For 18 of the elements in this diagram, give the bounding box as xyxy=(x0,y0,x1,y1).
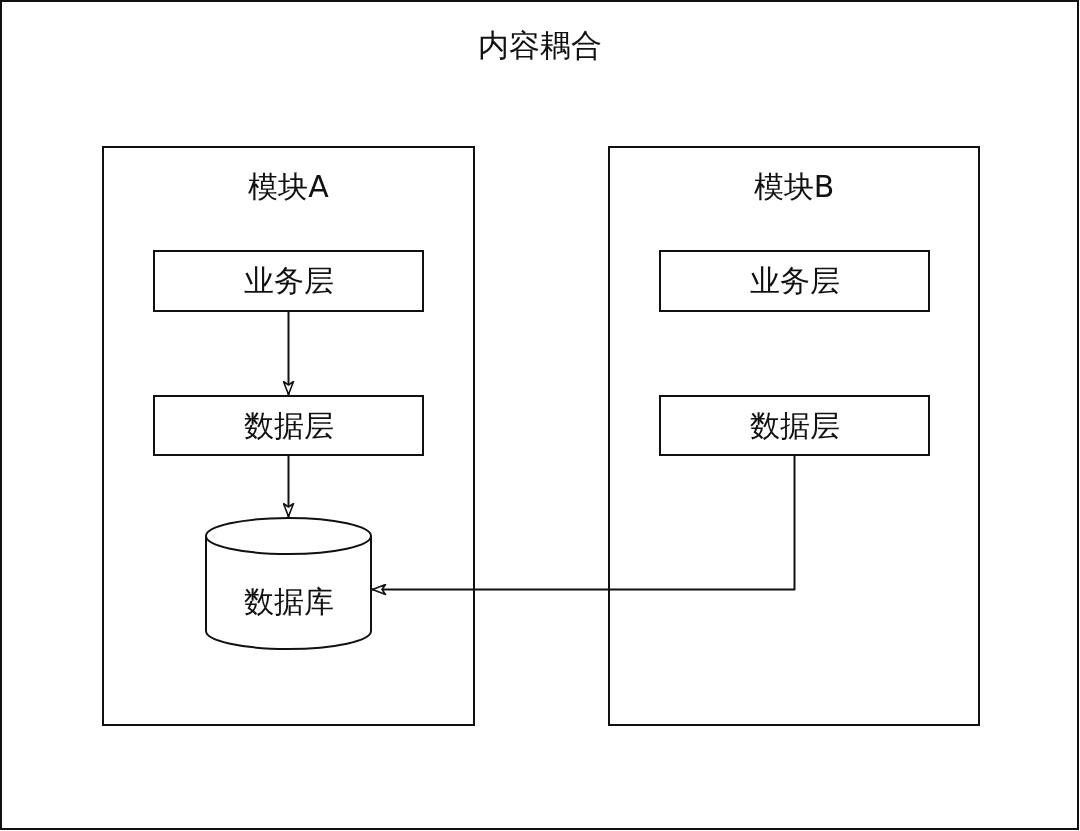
arrow xyxy=(282,455,295,518)
box-label: 数据层 xyxy=(243,407,334,444)
process-box xyxy=(153,250,424,312)
box-label: 数据层 xyxy=(749,407,840,444)
database-cylinder xyxy=(205,517,372,650)
diagram-title: 内容耦合 xyxy=(478,27,602,65)
process-box xyxy=(659,395,930,456)
database-label: 数据库 xyxy=(243,583,334,620)
box-label: 业务层 xyxy=(749,263,840,299)
module-container xyxy=(608,146,980,726)
process-box xyxy=(153,395,424,456)
module-container xyxy=(102,146,475,726)
process-box xyxy=(659,250,930,312)
arrow xyxy=(282,311,295,396)
module-heading: 模块B xyxy=(753,169,835,205)
module-heading: 模块A xyxy=(248,169,329,205)
arrow xyxy=(371,455,796,596)
box-label: 业务层 xyxy=(243,263,334,299)
